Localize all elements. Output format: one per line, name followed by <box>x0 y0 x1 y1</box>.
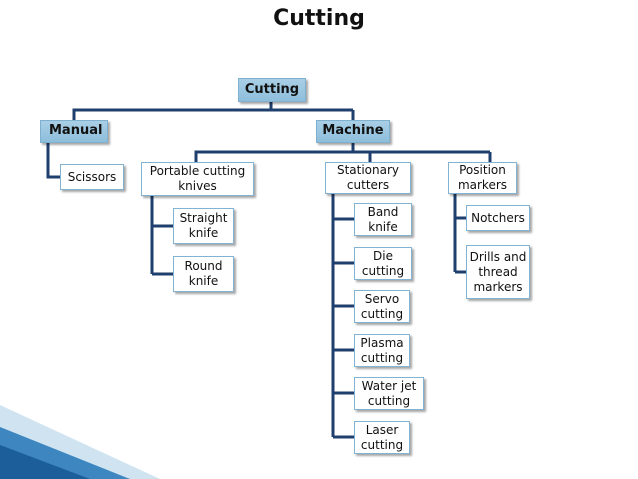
node-label: Scissors <box>67 169 117 184</box>
node-label: Position markers <box>457 163 508 192</box>
node-manual: Manual <box>40 120 108 143</box>
node-label: Servo cutting <box>360 291 404 321</box>
node-scissors: Scissors <box>60 164 124 190</box>
node-label: Die cutting <box>361 248 405 278</box>
node-drills-and-thread-markers: Drills and thread markers <box>466 245 530 299</box>
node-position-markers: Position markers <box>448 162 517 194</box>
node-label: Plasma cutting <box>360 335 404 365</box>
node-label: Band knife <box>367 204 399 234</box>
node-label: Notchers <box>471 210 525 225</box>
node-water-jet-cutting: Water jet cutting <box>354 377 424 410</box>
node-round-knife: Round knife <box>173 256 234 292</box>
node-cutting-root: Cutting <box>238 78 306 102</box>
node-die-cutting: Die cutting <box>354 247 412 280</box>
node-plasma-cutting: Plasma cutting <box>354 334 410 367</box>
slide-title: Cutting <box>273 6 365 31</box>
node-notchers: Notchers <box>466 205 530 231</box>
node-servo-cutting: Servo cutting <box>354 290 410 323</box>
node-portable-cutting-knives: Portable cutting knives <box>141 162 254 196</box>
node-label: Round knife <box>184 259 223 288</box>
node-label: Water jet cutting <box>361 378 417 408</box>
node-label: Portable cutting knives <box>149 164 246 193</box>
connector-root-bus <box>72 102 273 120</box>
node-label: Cutting <box>244 81 300 97</box>
node-label: Stationary cutters <box>336 163 400 192</box>
node-label: Drills and thread markers <box>469 249 527 294</box>
node-label: Machine <box>322 123 384 139</box>
node-label: Straight knife <box>179 211 228 240</box>
node-straight-knife: Straight knife <box>173 208 234 244</box>
node-label: Laser cutting <box>360 422 404 452</box>
node-stationary-cutters: Stationary cutters <box>325 162 411 194</box>
node-band-knife: Band knife <box>354 203 412 236</box>
node-laser-cutting: Laser cutting <box>354 421 410 454</box>
corner-swoosh-decoration <box>0 405 160 479</box>
node-machine: Machine <box>316 120 390 143</box>
connector-manual-scissors <box>46 143 60 179</box>
node-label: Manual <box>49 123 103 139</box>
